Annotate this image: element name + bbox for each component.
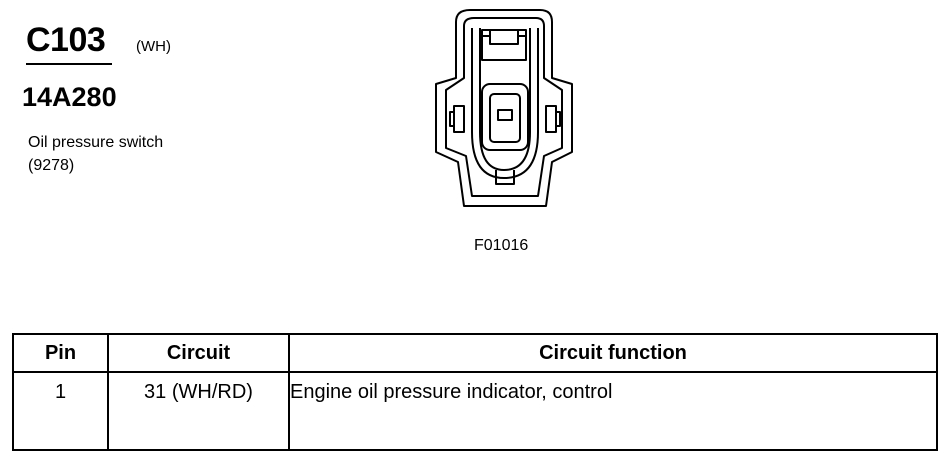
connector-housing-outline bbox=[435, 9, 573, 207]
cell-circuit-function: Engine oil pressure indicator, control bbox=[288, 371, 938, 451]
component-code: (9278) bbox=[28, 157, 75, 174]
part-number: 14A280 bbox=[22, 82, 117, 112]
connector-id: C103 bbox=[26, 21, 106, 59]
table-row: 1 31 (WH/RD) Engine oil pressure indicat… bbox=[12, 371, 938, 451]
connector-latch bbox=[481, 29, 527, 61]
column-header-circuit: Circuit bbox=[107, 333, 290, 373]
connector-face-diagram bbox=[435, 9, 573, 207]
column-header-circuit-function: Circuit function bbox=[288, 333, 938, 373]
connector-shroud bbox=[471, 28, 539, 179]
pin-terminal-1 bbox=[497, 109, 513, 121]
connector-left-tab bbox=[453, 105, 465, 133]
connector-id-underline bbox=[26, 63, 112, 65]
connector-key bbox=[495, 170, 515, 185]
pin-table-header: Pin Circuit Circuit function bbox=[12, 333, 938, 373]
connector-inner-outline bbox=[445, 17, 563, 197]
column-header-pin: Pin bbox=[12, 333, 109, 373]
component-description: Oil pressure switch bbox=[28, 134, 164, 151]
connector-color: (WH) bbox=[136, 38, 171, 55]
cell-pin: 1 bbox=[12, 371, 109, 451]
pin-table: Pin Circuit Circuit function 1 31 (WH/RD… bbox=[12, 333, 938, 451]
figure-code: F01016 bbox=[474, 237, 529, 254]
cell-circuit: 31 (WH/RD) bbox=[107, 371, 290, 451]
connector-right-tab bbox=[545, 105, 557, 133]
pin-cavity-1 bbox=[481, 83, 529, 151]
